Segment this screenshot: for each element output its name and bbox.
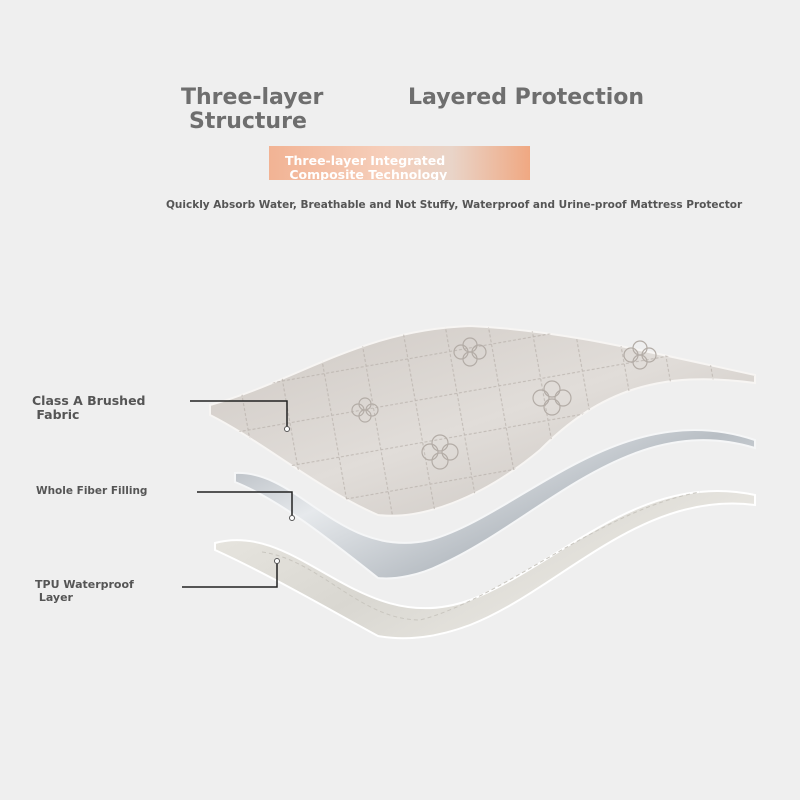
label-tpu-layer: TPU Waterproof Layer	[35, 578, 134, 604]
technology-banner: Three-layer Integrated Composite Technol…	[269, 146, 530, 180]
callout-line-tpu	[182, 561, 278, 588]
banner-text: Three-layer Integrated Composite Technol…	[285, 153, 448, 181]
product-tagline: Quickly Absorb Water, Breathable and Not…	[166, 199, 743, 211]
filling-layer-shape	[234, 429, 756, 580]
callout-dot-tpu	[274, 558, 280, 564]
label-fiber-filling: Whole Fiber Filling	[36, 485, 148, 497]
tpu-stitching	[261, 491, 701, 621]
callout-line-fabric	[190, 400, 288, 428]
title-left-line1: Three-layer	[181, 85, 324, 110]
callout-dot-fabric	[284, 426, 290, 432]
fabric-quilting	[210, 326, 755, 516]
title-left-line2: Structure	[189, 109, 307, 134]
label-brushed-fabric: Class A Brushed Fabric	[32, 393, 146, 422]
tpu-layer-shape	[214, 489, 756, 640]
title-three-layer-structure: Three-layer Structure	[181, 86, 323, 134]
callout-line-filling	[197, 491, 293, 517]
title-layered-protection: Layered Protection	[408, 85, 645, 110]
flower-pattern-icon	[351, 337, 657, 470]
callout-dot-filling	[289, 515, 295, 521]
